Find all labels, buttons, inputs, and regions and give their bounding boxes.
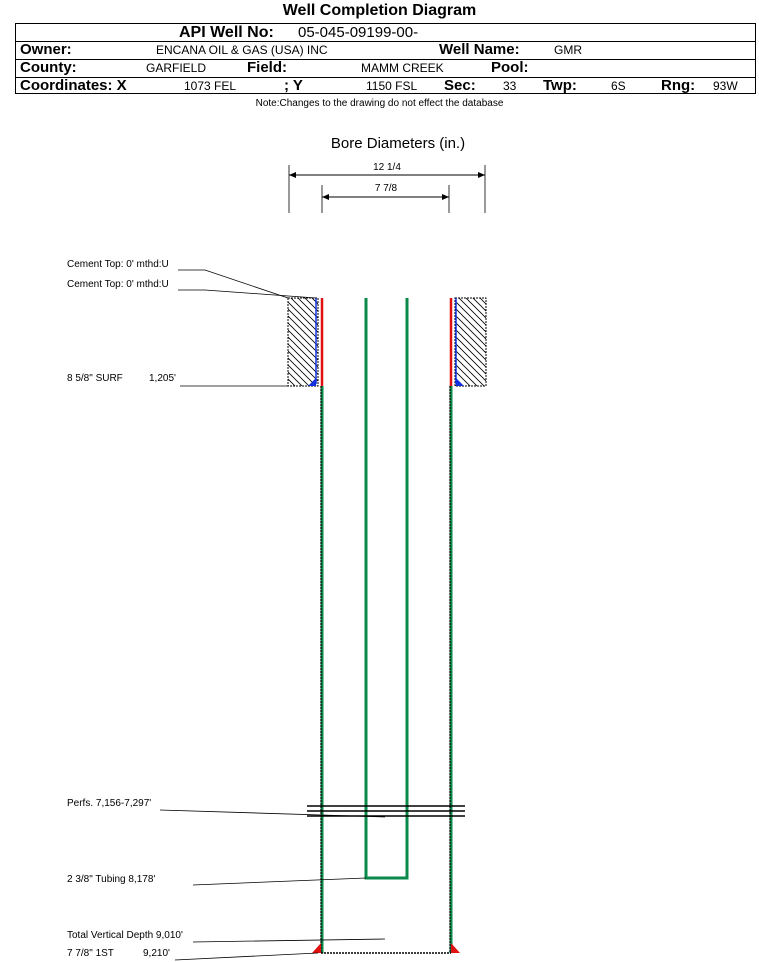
field-value: MAMM CREEK [361, 61, 444, 75]
county-row: County: GARFIELD Field: MAMM CREEK Pool: [16, 59, 755, 78]
dimension-inner: 7 7/8 [321, 183, 450, 213]
county-label: County: [20, 59, 77, 76]
perforations [307, 805, 465, 817]
prod-casing-label: 7 7/8" 1ST [67, 948, 114, 959]
rng-label: Rng: [661, 77, 696, 94]
tvd-label: Total Vertical Depth 9,010' [67, 930, 183, 941]
coord-x-value: 1073 FEL [184, 79, 237, 93]
well-name-label: Well Name: [439, 41, 520, 58]
twp-label: Twp: [543, 77, 577, 94]
surf-casing-label: 8 5/8" SURF [67, 373, 123, 384]
surf-depth-label: 1,205' [149, 373, 176, 384]
coordinates-row: Coordinates: X 1073 FEL ; Y 1150 FSL Sec… [16, 77, 755, 95]
page-title: Well Completion Diagram [282, 2, 477, 19]
dim-inner-label: 7 7/8 [375, 183, 398, 194]
dimension-outer: 12 1/4 [288, 162, 486, 213]
production-casing [312, 386, 460, 954]
owner-label: Owner: [20, 41, 72, 58]
cement-top-label-2: Cement Top: 0' mthd:U [67, 279, 169, 290]
api-row: API Well No: 05-045-09199-00- [16, 24, 755, 42]
api-value: 05-045-09199-00- [298, 24, 419, 41]
well-header-table: API Well No: 05-045-09199-00- Owner: ENC… [15, 23, 756, 94]
dim-outer-label: 12 1/4 [373, 162, 401, 173]
owner-row: Owner: ENCANA OIL & GAS (USA) INC Well N… [16, 41, 755, 60]
cement-top-label-1: Cement Top: 0' mthd:U [67, 259, 169, 270]
owner-value: ENCANA OIL & GAS (USA) INC [156, 43, 328, 57]
well-name-value: GMR [554, 43, 582, 57]
perfs-label: Perfs. 7,156-7,297' [67, 798, 151, 809]
field-label: Field: [247, 59, 287, 76]
sec-value: 33 [503, 79, 517, 93]
api-label: API Well No: [179, 24, 274, 41]
sec-label: Sec: [444, 77, 476, 94]
surface-cement-left [287, 297, 319, 387]
annotations: Cement Top: 0' mthd:U Cement Top: 0' mth… [67, 259, 386, 961]
tubing [364, 298, 409, 880]
twp-value: 6S [611, 79, 626, 93]
coord-y-label: ; Y [284, 77, 303, 94]
note-text: Note:Changes to the drawing do not effec… [255, 98, 504, 109]
tubing-label: 2 3/8" Tubing 8,178' [67, 874, 155, 885]
county-value: GARFIELD [146, 61, 207, 75]
coord-y-value: 1150 FSL [366, 79, 418, 93]
rng-value: 93W [713, 79, 738, 93]
coord-x-label: Coordinates: X [20, 77, 127, 94]
pool-label: Pool: [491, 59, 529, 76]
bore-diameters-title: Bore Diameters (in.) [331, 135, 465, 152]
prod-depth-label: 9,210' [143, 948, 170, 959]
surface-cement-right [454, 297, 487, 387]
surface-casing [308, 298, 464, 386]
